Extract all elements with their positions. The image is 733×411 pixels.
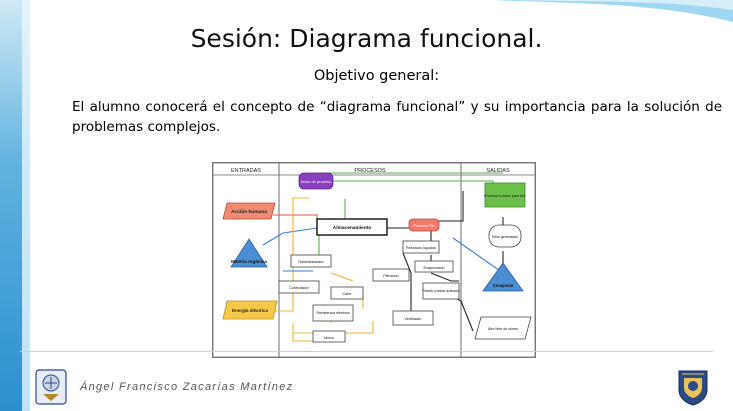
- node-kilos: Kilos generados: [492, 235, 518, 239]
- node-resistance: Resistencia eléctrica: [317, 311, 350, 315]
- slide-title: Sesión: Diagrama funcional.: [190, 24, 543, 53]
- footer-divider: [20, 351, 713, 352]
- university-seal-icon: [35, 369, 67, 405]
- node-organic-matter: Materia orgánica: [231, 259, 267, 264]
- node-fan: Ventilador: [405, 317, 423, 321]
- node-start: Inicio de proceso: [301, 179, 332, 184]
- column-outputs: SALIDAS: [486, 168, 510, 174]
- node-controller: Controlador: [289, 286, 310, 290]
- node-filtered: Filtrado (carbón activado): [422, 289, 459, 293]
- node-human-action: Acción humana: [231, 209, 267, 215]
- node-evaporation: Evaporación: [423, 266, 444, 270]
- sidebar: [0, 0, 30, 411]
- slide-subtitle: Objetivo general:: [313, 68, 440, 84]
- functional-diagram: ENTRADAS PROCESOS SALIDAS: [212, 162, 536, 358]
- column-processes: PROCESOS: [354, 168, 386, 174]
- slide-body-text: El alumno conocerá el concepto de “diagr…: [72, 99, 722, 135]
- node-electric-energy: Energía eléctrica: [232, 308, 269, 313]
- author-name: Ángel Francisco Zacarías Martínez: [80, 381, 294, 393]
- node-storage: Almacenamiento: [333, 225, 371, 231]
- node-filtration: Filtración: [383, 274, 398, 278]
- node-odor-free-air: Aire libre de olores: [488, 327, 518, 331]
- node-process-data: Procesos y datos para Ard.: [484, 194, 526, 198]
- node-liquid-waste: Residuos líquidos: [406, 246, 436, 250]
- node-end-process: Proceso Fin: [413, 223, 434, 228]
- header-swoosh-decoration: [433, 0, 733, 22]
- node-motor: Motor: [324, 336, 334, 340]
- sidebar-course-title: Introducción a la ingeniería mecánica: [31, 105, 47, 355]
- node-heat: Calor: [342, 292, 352, 296]
- node-dehydration: Deshidratación: [298, 260, 323, 264]
- university-crest-icon: [678, 370, 708, 406]
- node-compost: Composta: [493, 283, 514, 288]
- sidebar-stripe: [22, 0, 30, 411]
- column-inputs: ENTRADAS: [231, 168, 261, 174]
